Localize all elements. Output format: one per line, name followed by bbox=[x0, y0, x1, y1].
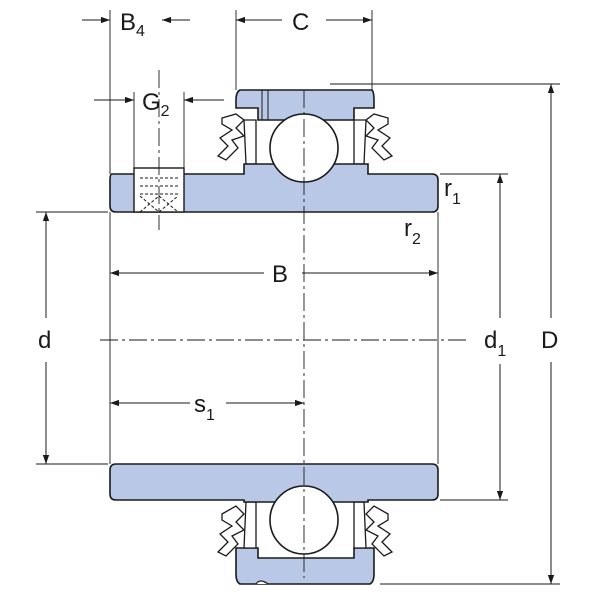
seal-right-top bbox=[353, 113, 394, 165]
label-d1: d1 bbox=[484, 327, 506, 360]
label-b: B bbox=[272, 261, 288, 288]
seal-left-bottom bbox=[216, 501, 257, 557]
seal-left-top bbox=[216, 113, 257, 165]
outer-ring-bottom bbox=[235, 547, 375, 585]
label-r2: r2 bbox=[404, 215, 421, 248]
inner-ring-top bbox=[109, 163, 439, 213]
label-r1: r1 bbox=[444, 175, 461, 208]
label-s1: s1 bbox=[194, 391, 215, 424]
label-g2: G2 bbox=[142, 89, 170, 120]
label-c: C bbox=[292, 9, 309, 36]
label-big-d: D bbox=[541, 327, 558, 354]
label-b4: B4 bbox=[120, 9, 145, 40]
inner-ring-bottom bbox=[109, 463, 439, 503]
label-d: d bbox=[38, 327, 51, 354]
